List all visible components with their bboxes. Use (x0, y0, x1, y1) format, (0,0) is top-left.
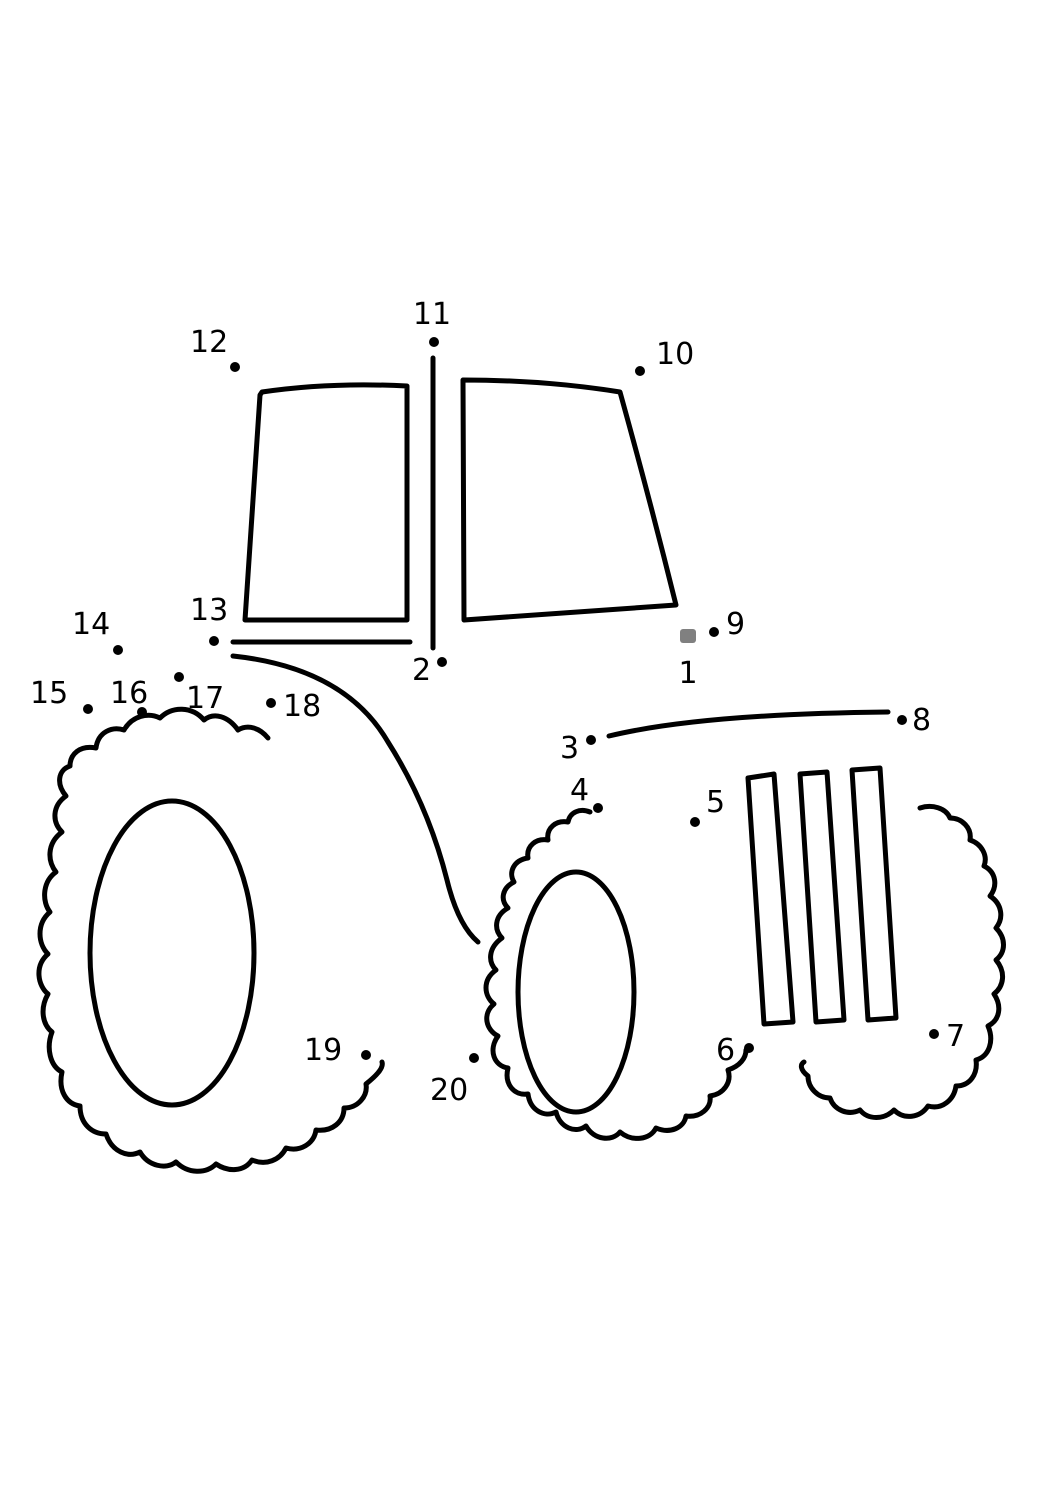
dot-label-1: 1 (678, 656, 697, 691)
dot-17 (174, 672, 184, 682)
dot-label-13: 13 (190, 593, 228, 628)
dot-6 (744, 1043, 754, 1053)
dot-label-15: 15 (30, 676, 68, 711)
hood-top-line (606, 709, 891, 739)
dot-15 (83, 704, 93, 714)
dot-label-3: 3 (560, 731, 579, 766)
dot-11 (429, 337, 439, 347)
dot-label-7: 7 (946, 1019, 965, 1054)
dot-label-5: 5 (706, 785, 725, 820)
dot-13 (209, 636, 219, 646)
dot-14 (113, 645, 123, 655)
dot-16 (137, 707, 147, 717)
rear-wheel-tread (36, 706, 385, 1174)
grille-slat-3 (849, 765, 899, 1023)
dot-label-6: 6 (716, 1033, 735, 1068)
cab-left-window (242, 382, 410, 623)
dot-label-17: 17 (186, 681, 224, 716)
dot-19 (361, 1050, 371, 1060)
numbered-dots: 1 2 3 4 5 6 7 8 9 10 11 12 13 14 15 16 1 (30, 297, 965, 1108)
start-dot-1 (680, 629, 696, 643)
dot-10 (635, 366, 645, 376)
front-wheel-hub (515, 869, 637, 1115)
grille-slat-2 (797, 769, 847, 1025)
dot-4 (593, 803, 603, 813)
dot-9 (709, 627, 719, 637)
dot-label-11: 11 (413, 297, 451, 332)
dot-12 (230, 362, 240, 372)
dot-label-9: 9 (726, 607, 745, 642)
dot-label-12: 12 (190, 325, 228, 360)
dot-label-19: 19 (304, 1033, 342, 1068)
dot-label-16: 16 (110, 676, 148, 711)
dot-label-2: 2 (412, 653, 431, 688)
dot-8 (897, 715, 907, 725)
dot-label-8: 8 (912, 703, 931, 738)
dot-label-4: 4 (570, 773, 589, 808)
dot-5 (690, 817, 700, 827)
rear-wheel-hub (87, 798, 257, 1108)
rear-fender-curve (230, 653, 481, 945)
front-wheel-tread (483, 807, 749, 1141)
grille-slat-1 (745, 771, 796, 1027)
dot-label-14: 14 (72, 607, 110, 642)
dot-18 (266, 698, 276, 708)
front-bumper-outline (798, 803, 1006, 1120)
dot-label-10: 10 (656, 337, 694, 372)
dot-2 (437, 657, 447, 667)
dot-7 (929, 1029, 939, 1039)
dot-20 (469, 1053, 479, 1063)
dot-label-20: 20 (430, 1073, 468, 1108)
cab-right-window (460, 377, 679, 623)
dot-label-18: 18 (283, 689, 321, 724)
dot-3 (586, 735, 596, 745)
